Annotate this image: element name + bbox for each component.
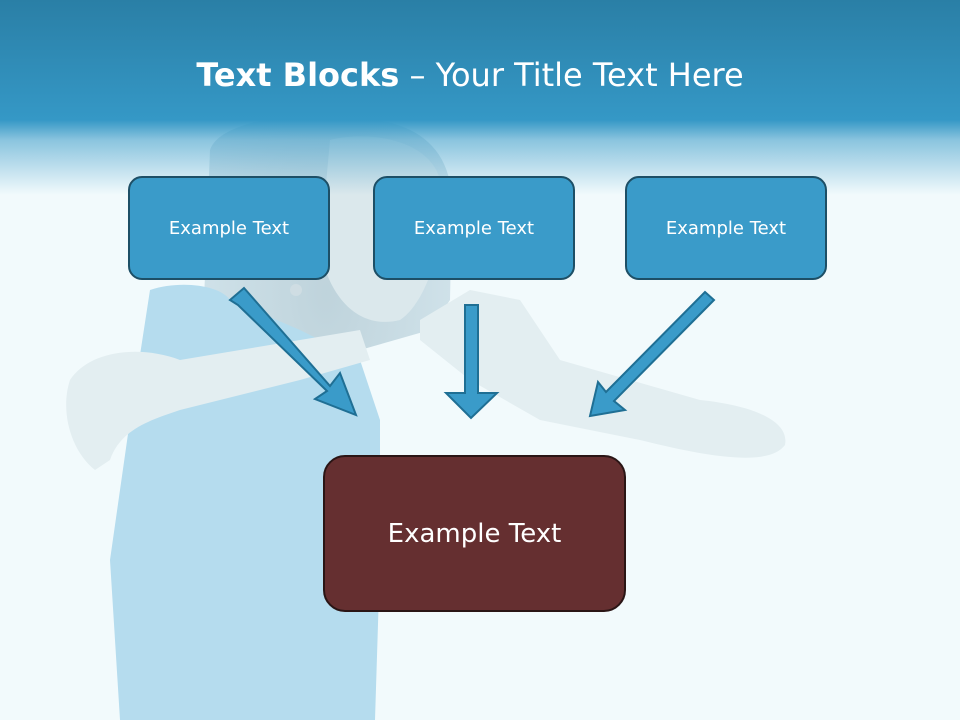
target-block-label: Example Text — [387, 518, 562, 549]
title-rest: Your Title Text Here — [435, 56, 744, 94]
text-block-2-label: Example Text — [413, 217, 535, 239]
text-block-2[interactable]: Example Text — [373, 176, 575, 280]
text-block-1[interactable]: Example Text — [128, 176, 330, 280]
title-strong: Text Blocks — [196, 56, 400, 94]
arrow-center — [443, 304, 500, 420]
text-block-3-label: Example Text — [665, 217, 787, 239]
arrow-left — [228, 286, 358, 417]
text-block-3[interactable]: Example Text — [625, 176, 827, 280]
text-block-1-label: Example Text — [168, 217, 290, 239]
title-separator: – — [399, 56, 436, 94]
arrow-right — [588, 290, 716, 418]
target-block[interactable]: Example Text — [323, 455, 626, 612]
slide-title: Text Blocks – Your Title Text Here — [0, 54, 940, 96]
title-band — [0, 0, 960, 200]
